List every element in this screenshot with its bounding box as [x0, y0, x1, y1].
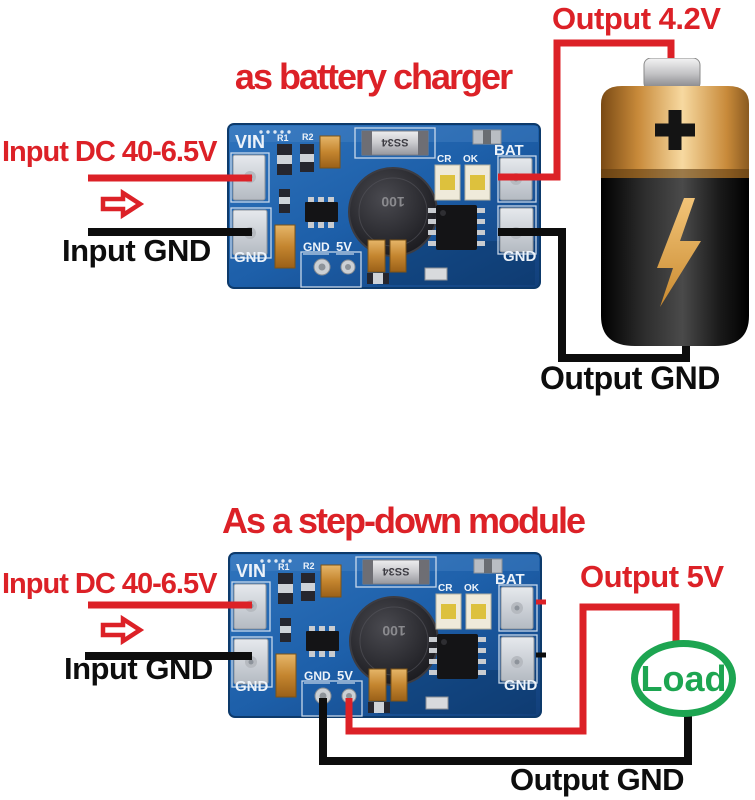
silk-vin: VIN [235, 132, 265, 152]
capacitors-resistors [274, 129, 502, 284]
soic8-ic [428, 205, 485, 250]
sot6-ic [306, 626, 339, 657]
silk-gnd-left: GND [235, 678, 269, 695]
battery-plus-icon [655, 110, 695, 150]
inductor-marking: 100 [382, 623, 406, 639]
stepdown-title: As a step-down module [221, 500, 586, 541]
silk-r1: R1 [277, 133, 289, 143]
pcb-vias [254, 559, 292, 569]
charger-title: as battery charger [234, 56, 513, 97]
input-gnd-label-bottom: Input GND [64, 651, 213, 686]
charge-led [434, 164, 461, 201]
silk-vin: VIN [236, 561, 266, 581]
battery-band [601, 169, 749, 178]
silk-gnd-right: GND [504, 677, 538, 694]
input-gnd-label-top: Input GND [62, 233, 211, 268]
sot6-ic [305, 197, 338, 228]
solder-pads [233, 583, 535, 685]
wire-output-gnd-bottom [319, 698, 692, 765]
input-dc-label-top: Input DC 40-6.5V [2, 136, 217, 168]
silk-bat: BAT [494, 142, 524, 159]
ok-led [465, 593, 492, 630]
silk-cr: CR [437, 154, 452, 165]
silk-r2: R2 [302, 132, 314, 142]
diode-ss34: SS34 [362, 559, 430, 585]
wire-output-gnd-top [498, 228, 690, 362]
load-label: Load [640, 657, 727, 699]
silk-5v-hole: 5V [337, 668, 353, 683]
wire-5v-output [345, 603, 680, 735]
input-dc-label-bottom: Input DC 40-6.5V [2, 568, 217, 600]
diode-marking: SS34 [381, 136, 409, 148]
wire-bat-output [498, 39, 675, 181]
output-42v-label: Output 4.2V [552, 1, 721, 36]
silk-5v-hole: 5V [336, 239, 352, 254]
silk-gnd-right: GND [503, 248, 537, 265]
ok-led [464, 164, 491, 201]
diode-marking: SS34 [382, 565, 410, 577]
silk-gnd-hole: GND [303, 240, 330, 254]
silk-ok: OK [464, 583, 480, 594]
load-symbol: Load [631, 640, 736, 717]
inductor-marking: 100 [381, 194, 405, 210]
silk-ok: OK [463, 154, 479, 165]
pcb-module-stepdown: SS34 100 [228, 552, 542, 718]
battery-illustration [601, 58, 749, 346]
capacitors-resistors [275, 558, 503, 713]
silk-r1: R1 [278, 562, 290, 572]
lightning-bolt-icon [657, 198, 701, 307]
output-gnd-label-top: Output GND [540, 360, 720, 396]
silk-gnd-left: GND [234, 249, 268, 266]
pcb-vias [253, 130, 291, 140]
silk-bat: BAT [495, 571, 525, 588]
silk-r2: R2 [303, 561, 315, 571]
flow-arrow-icon-top [100, 188, 145, 220]
battery-terminal-nub [643, 58, 701, 91]
output-gnd-label-bottom: Output GND [510, 762, 685, 797]
output-5v-label: Output 5V [580, 559, 724, 594]
pcb-module-charger: SS34 100 [227, 123, 541, 289]
output-holes [313, 258, 356, 276]
diode-ss34: SS34 [361, 130, 429, 156]
soic8-ic [429, 634, 486, 679]
flow-arrow-icon-bottom [100, 614, 145, 646]
charge-led [435, 593, 462, 630]
silk-gnd-hole: GND [304, 669, 331, 683]
silk-cr: CR [438, 583, 453, 594]
